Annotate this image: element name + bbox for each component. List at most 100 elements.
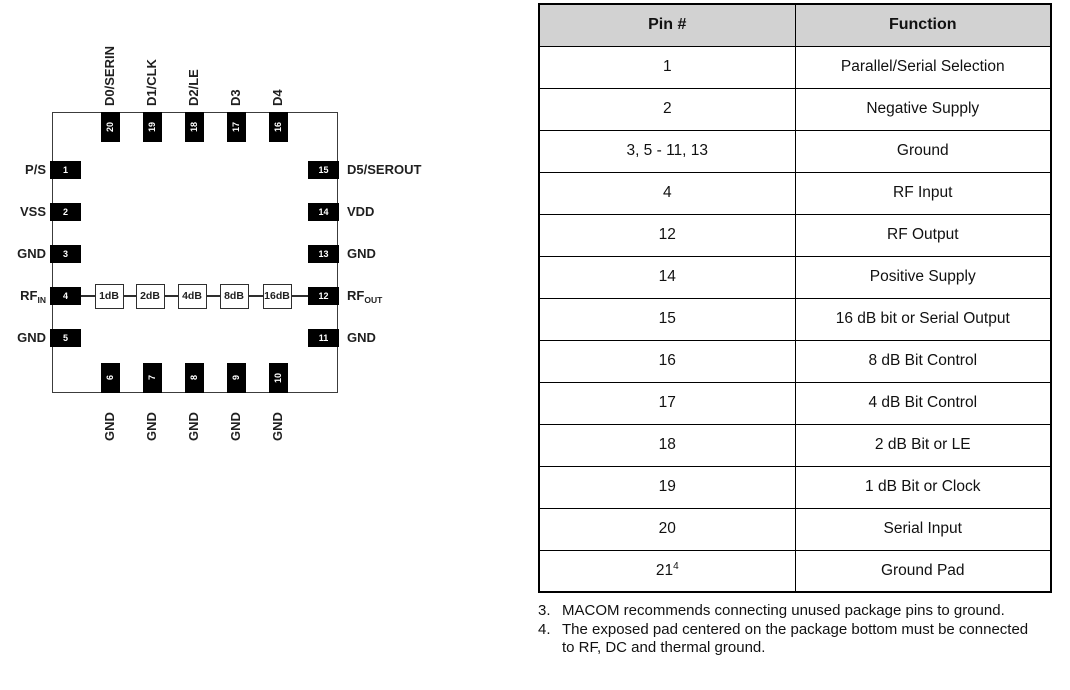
pin-16: 16 [268,112,288,142]
pin-label-text: P/S [25,162,46,177]
pin-number: 16 [273,121,283,132]
pin-number-cell: 15 [538,297,796,341]
pin-number: 4 [62,291,68,301]
pin-function-cell: Ground [794,129,1052,173]
pin-function-cell: 4 dB Bit Control [794,381,1052,425]
pin-number-cell: 14 [538,255,796,299]
pin-label-15: D5/SEROUT [347,160,421,179]
attenuator-box-1dB: 1dB [94,283,124,309]
pin-label-1: P/S [0,160,46,179]
footnote: 3.MACOM recommends connecting unused pac… [538,602,1050,621]
pin-number-cell: 12 [538,213,796,257]
pin-number: 15 [318,165,329,175]
pin-label-6: GND [102,412,117,441]
pin-number-cell: 20 [538,507,796,551]
pin-number: 17 [231,121,241,132]
pin-label-7: GND [144,412,159,441]
pin-number-cell: 3, 5 - 11, 13 [538,129,796,173]
pin-number: 12 [318,291,329,301]
pin-4: 4 [50,287,81,305]
pin-label-text: RF [20,288,38,303]
pin-number: 5 [62,333,68,343]
pin-label-9: GND [228,412,243,441]
pin-number: 7 [147,375,157,381]
pin-6: 6 [100,363,120,393]
pin-7: 7 [142,363,162,393]
pin-function-cell: 8 dB Bit Control [794,339,1052,383]
pin-14: 14 [308,203,339,221]
pin-label-11: GND [347,328,376,347]
pin-number-cell: 214 [538,549,796,593]
pin-function-cell: Positive Supply [794,255,1052,299]
pin-number-text: 15 [658,310,676,327]
pin-function-cell: RF Output [794,213,1052,257]
pin-label-12: RFOUT [347,286,382,310]
pin-11: 11 [308,329,339,347]
pin-label-10: GND [270,412,285,441]
footnote-text: MACOM recommends connecting unused packa… [562,602,1005,619]
pin-10: 10 [268,363,288,393]
pin-number: 6 [105,375,115,381]
pin-number: 13 [318,249,329,259]
attenuator-box-2dB: 2dB [135,283,165,309]
pin-20: 20 [100,112,120,142]
pin-number: 20 [105,121,115,132]
pin-function-cell: 2 dB Bit or LE [794,423,1052,467]
pin-footnote-superscript: 4 [673,561,679,573]
attenuator-box-4dB: 4dB [177,283,207,309]
pin-number-cell: 4 [538,171,796,215]
pin-2: 2 [50,203,81,221]
pin-number-cell: 17 [538,381,796,425]
pin-number: 1 [62,165,68,175]
pin-label-19: D1/CLK [144,59,159,106]
pin-function-cell: Serial Input [794,507,1052,551]
attenuator-box-16dB: 16dB [262,283,292,309]
table-row: 3, 5 - 11, 13 Ground [538,129,1052,173]
pin-label-text: GND [17,246,46,261]
pin-number-cell: 1 [538,45,796,89]
pin-function-cell: 1 dB Bit or Clock [794,465,1052,509]
pin-label-4: RFIN [0,286,46,310]
pin-number-cell: 16 [538,339,796,383]
footnote-text: The exposed pad centered on the package … [562,620,1029,657]
pin-number-cell: 2 [538,87,796,131]
table-row: 15 16 dB bit or Serial Output [538,297,1052,341]
pin-18: 18 [184,112,204,142]
footnote-number: 4. [538,620,551,638]
pin-label-20: D0/SERIN [102,46,117,106]
attenuator-box-8dB: 8dB [219,283,249,309]
footnotes: 3.MACOM recommends connecting unused pac… [538,602,1050,658]
pin-function-cell: 16 dB bit or Serial Output [794,297,1052,341]
table-header-pin: Pin # [538,3,796,47]
pin-number: 3 [62,249,68,259]
pin-label-3: GND [0,244,46,263]
pin-number-text: 16 [658,352,676,369]
pin-number: 2 [62,207,68,217]
pin-number-text: 2 [662,100,672,117]
pin-label-subscript: OUT [364,295,383,305]
pin-number-text: 19 [658,478,676,495]
pin-number-cell: 18 [538,423,796,467]
pin-3: 3 [50,245,81,263]
pin-label-subscript: IN [37,295,47,305]
pin-number-text: 14 [658,268,676,285]
pin-number-cell: 19 [538,465,796,509]
pin-label-13: GND [347,244,376,263]
table-header-row: Pin # Function [538,3,1052,47]
pin-label-5: GND [0,328,46,347]
pin-8: 8 [184,363,204,393]
pin-1: 1 [50,161,81,179]
pin-label-14: VDD [347,202,374,221]
table-row: 16 8 dB Bit Control [538,339,1052,383]
pin-number: 18 [189,121,199,132]
pin-label-text: GND [347,330,376,345]
pin-label-text: GND [17,330,46,345]
pin-label-text: RF [347,288,365,303]
pin-15: 15 [308,161,339,179]
pin-number-text: 3, 5 - 11, 13 [626,142,709,159]
footnote: 4. The exposed pad centered on the packag… [538,621,1050,658]
